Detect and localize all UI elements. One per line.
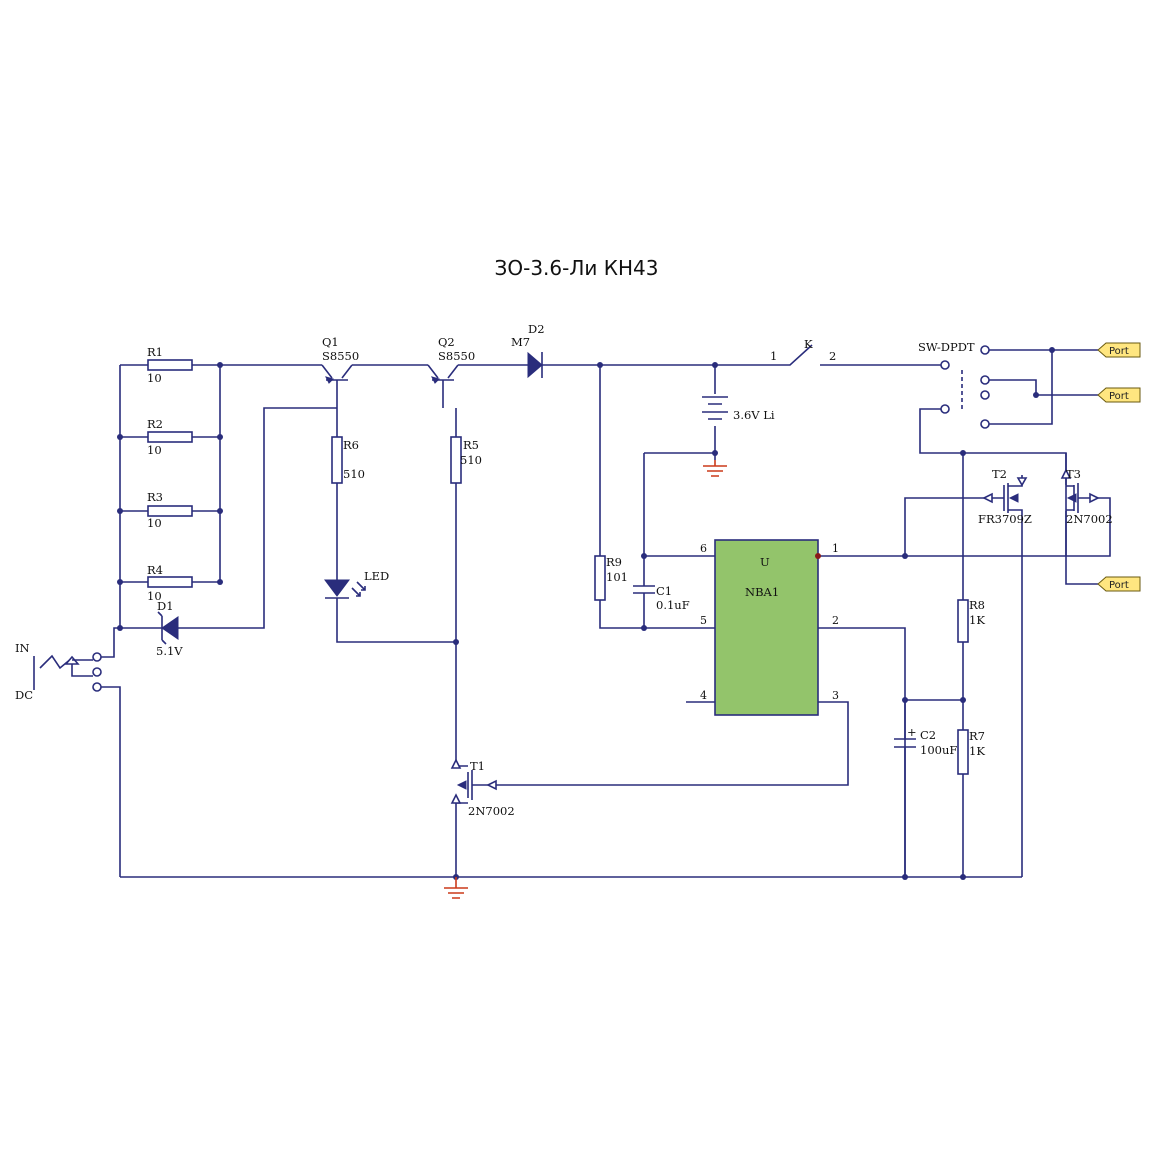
r5-value: 510 — [460, 453, 482, 467]
d1-ref: D1 — [157, 599, 174, 613]
mosfet-t3: T3 2N7002 — [1060, 453, 1113, 556]
k-pin2: 2 — [829, 349, 836, 363]
t1-ref: T1 — [470, 759, 485, 773]
c2-value: 100uF — [920, 743, 957, 757]
mosfet-t2: T2 FR3709Z — [902, 467, 1032, 877]
battery-value: 3.6V Li — [733, 408, 775, 422]
switch-dpdt: SW-DPDT — [918, 340, 1098, 585]
u-pin-5: 5 — [700, 614, 707, 627]
diagram-title: ЗО-3.6-Ли КН43 — [494, 256, 659, 280]
q1-ref: Q1 — [322, 335, 339, 349]
r3-value: 10 — [147, 516, 162, 530]
r6-value: 510 — [343, 467, 365, 481]
u-pin-6: 6 — [700, 542, 707, 555]
t1-value: 2N7002 — [468, 804, 515, 818]
k-ref: K — [804, 337, 813, 351]
u-pin-2: 2 — [832, 614, 839, 627]
switch-k: 1 2 K — [597, 337, 945, 368]
r6-ref: R6 — [343, 438, 359, 452]
u-pin-4: 4 — [700, 689, 707, 702]
led-ref: LED — [364, 569, 389, 583]
c1-ref: C1 — [656, 584, 672, 598]
transistor-q1: Q1 S8550 — [220, 335, 428, 408]
r1-value: 10 — [147, 371, 162, 385]
d1-value: 5.1V — [156, 644, 183, 658]
port-2: Port — [1109, 391, 1129, 402]
r5-ref: R5 — [463, 438, 479, 452]
zener-diode-d1: D1 5.1V — [120, 407, 337, 658]
r9-value: 101 — [606, 570, 628, 584]
dc-jack: IN DC — [15, 627, 121, 877]
ground-rail — [120, 874, 1022, 899]
u-value: NBA1 — [745, 585, 779, 599]
t3-value: 2N7002 — [1066, 512, 1113, 526]
port-1: Port — [1109, 346, 1129, 357]
r9-c1: R9 101 C1 0.1uF — [594, 365, 715, 631]
t2-value: FR3709Z — [978, 512, 1032, 526]
r4-value: 10 — [147, 589, 162, 603]
r7-ref: R7 — [969, 729, 985, 743]
c2-polarity: + — [907, 725, 917, 739]
d2-value: M7 — [511, 335, 530, 349]
r3-ref: R3 — [147, 490, 163, 504]
u-pin-1: 1 — [832, 542, 839, 555]
k-pin1: 1 — [770, 349, 777, 363]
c2-ref: C2 — [920, 728, 936, 742]
ic-u-nba1: U NBA1 1 2 3 4 5 6 — [686, 497, 1111, 877]
r1-ref: R1 — [147, 345, 163, 359]
resistor-r6-led: R6 510 LED — [324, 408, 456, 643]
jack-label-dc: DC — [15, 688, 33, 702]
resistor-bank: R1 10 R2 10 R3 10 R4 10 — [117, 345, 223, 631]
q2-ref: Q2 — [438, 335, 455, 349]
t3-ref: T3 — [1066, 467, 1081, 481]
r8-ref: R8 — [969, 598, 985, 612]
u-ref: U — [760, 555, 770, 569]
resistor-r5-t1: R5 510 T1 2N7002 — [450, 408, 849, 877]
u-pin-3: 3 — [832, 689, 839, 702]
c1-value: 0.1uF — [656, 598, 690, 612]
jack-label-in: IN — [15, 641, 30, 655]
c2-r7-r8: + C2 100uF R8 1K R7 1K — [894, 453, 985, 877]
t2-ref: T2 — [992, 467, 1007, 481]
r4-ref: R4 — [147, 563, 163, 577]
r9-ref: R9 — [606, 555, 622, 569]
r7-value: 1K — [969, 744, 985, 758]
q2-value: S8550 — [438, 349, 475, 363]
battery-3v6: 3.6V Li — [644, 365, 775, 477]
r2-ref: R2 — [147, 417, 163, 431]
ports: Port Port Port — [1097, 342, 1141, 592]
sw-ref: SW-DPDT — [918, 340, 975, 354]
q1-value: S8550 — [322, 349, 359, 363]
transistor-q2: Q2 S8550 — [427, 335, 528, 408]
r2-value: 10 — [147, 443, 162, 457]
d2-ref: D2 — [528, 322, 545, 336]
port-3: Port — [1109, 580, 1129, 591]
r8-value: 1K — [969, 613, 985, 627]
diode-d2: D2 M7 — [511, 322, 770, 379]
